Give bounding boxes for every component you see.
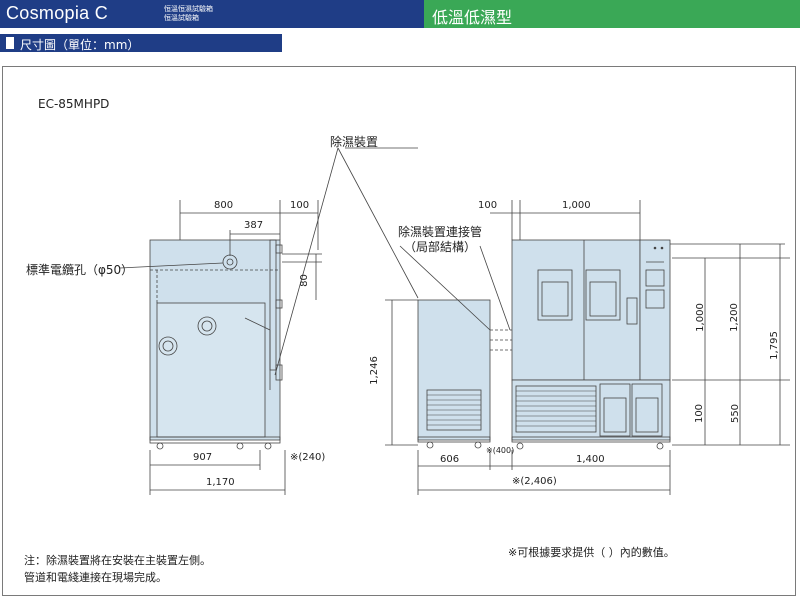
note-left-line1: 注：除濕裝置將在安裝在主裝置左側。 — [24, 554, 211, 567]
dim-1000-top: 1,000 — [562, 200, 591, 211]
note-left-line2: 管道和電綫連接在現場完成。 — [24, 571, 167, 584]
category-title: 低溫低濕型 — [432, 8, 513, 27]
dim-100-top-left: 100 — [290, 200, 310, 211]
dim-387: 387 — [244, 220, 264, 231]
control-panel — [639, 239, 671, 381]
dim-550: 550 — [730, 403, 742, 424]
section-title: 尺寸圖（單位：mm） — [20, 38, 140, 52]
brand-subtitle: 恒溫恒濕試驗箱 恒溫試驗箱 — [164, 5, 213, 23]
model-name: EC-85MHPD — [38, 97, 110, 111]
dim-1000-right: 1,000 — [694, 303, 706, 332]
dim-606: 606 — [440, 454, 460, 465]
machine-base — [511, 379, 671, 441]
label-connecting-pipe: 除濕裝置連接管 — [398, 225, 483, 239]
label-cable-hole: 標準電纜孔（φ50） — [26, 263, 134, 277]
brand-title: Cosmopia C — [6, 3, 109, 23]
dim-100-top-mid: 100 — [478, 200, 498, 211]
side-view-door — [156, 302, 266, 438]
door-window-right — [585, 269, 621, 321]
brand-subtitle-line2: 恒溫試驗箱 — [164, 14, 199, 22]
dim-1795: 1,795 — [768, 331, 780, 360]
dim-80: 80 — [298, 274, 310, 287]
brand-subtitle-line1: 恒溫恒濕試驗箱 — [164, 5, 213, 13]
dim-100-right: 100 — [694, 403, 706, 424]
dehumidifier-body — [417, 299, 491, 441]
category-tab — [424, 0, 800, 28]
dim-2406: ※(2,406) — [512, 476, 557, 487]
dim-800: 800 — [214, 200, 234, 211]
note-left: 注：除濕裝置將在安裝在主裝置左側。 管道和電綫連接在現場完成。 — [24, 552, 211, 586]
label-dehumidifier: 除濕裝置 — [330, 135, 379, 149]
dim-400: ※(400) — [486, 446, 515, 455]
front-view-chamber — [511, 239, 641, 381]
dim-1246: 1,246 — [368, 356, 380, 385]
note-right: ※可根據要求提供（ ）內的數值。 — [508, 546, 675, 559]
section-bar — [0, 34, 282, 52]
drawing-frame — [2, 66, 796, 596]
dim-240: ※(240) — [290, 452, 326, 463]
label-partial-structure: （局部結構） — [404, 240, 477, 254]
dim-907: 907 — [193, 452, 213, 463]
section-marker-icon — [6, 37, 14, 49]
dim-1200: 1,200 — [728, 303, 740, 332]
door-window-left — [537, 269, 573, 321]
dim-1170: 1,170 — [206, 477, 235, 488]
dim-1400: 1,400 — [576, 454, 605, 465]
